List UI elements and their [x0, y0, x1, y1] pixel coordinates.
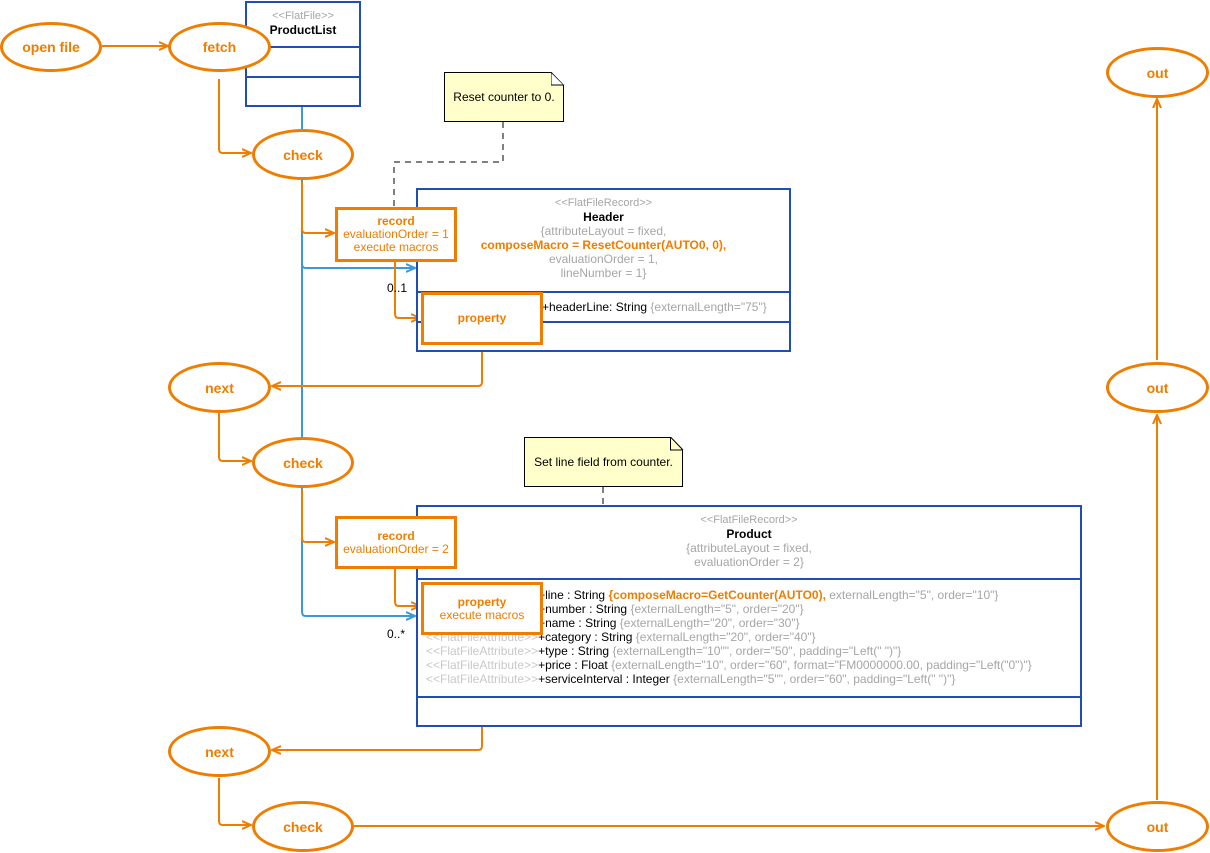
note-reset-text: Reset counter to 0.: [453, 90, 555, 104]
check-node: check: [252, 437, 354, 488]
productlist-stereotype: <<FlatFile>>: [272, 10, 334, 22]
header-tagged-value: lineNumber = 1}: [560, 266, 647, 280]
header-name: Header: [583, 210, 624, 224]
property-overlay-header: property: [421, 292, 543, 345]
open-file-node: open file: [0, 22, 102, 72]
product-attribute: <<FlatFileAttribute>>+type : String {ext…: [426, 644, 902, 658]
header-compose-macro: composeMacro = ResetCounter(AUTO0, 0),: [480, 238, 727, 252]
uml-connectors: [301, 106, 415, 616]
check-node: check: [252, 801, 354, 852]
next-node: next: [168, 362, 271, 413]
property-overlay-product: property execute macros: [421, 582, 543, 635]
header-multiplicity: 0..1: [387, 281, 408, 295]
product-attribute: <<FlatFileAttribute>>+serviceInterval : …: [426, 672, 956, 686]
product-tagged-value: {attributeLayout = fixed,: [686, 541, 812, 555]
attr-stereotype: <<FlatFileAttribute>>: [426, 644, 539, 658]
note-reset-fold: [551, 72, 565, 86]
header-stereotype: <<FlatFileRecord>>: [554, 197, 653, 209]
product-attribute: <<FlatFileAttribute>>+price : Float {ext…: [426, 658, 1032, 672]
product-name: Product: [726, 527, 772, 541]
product-record-class: <<FlatFileRecord>> Product {attributeLay…: [416, 505, 1082, 727]
attr-stereotype: <<FlatFileAttribute>>: [426, 672, 539, 686]
product-stereotype: <<FlatFileRecord>>: [700, 514, 798, 526]
note-set-line: Set line field from counter.: [524, 437, 683, 487]
header-attribute: +headerLine: String {externalLength="75"…: [542, 300, 767, 314]
record-overlay-header: record evaluationOrder = 1 execute macro…: [335, 207, 457, 262]
flow-connectors: [102, 46, 1157, 826]
out-node: out: [1106, 801, 1209, 852]
fetch-node: fetch: [168, 22, 271, 72]
productlist-name: ProductList: [269, 23, 337, 37]
header-attr-tag: {externalLength="75"}: [650, 300, 767, 314]
next-node: next: [168, 726, 271, 777]
note-reset-counter: Reset counter to 0.: [444, 72, 564, 122]
productlist-class: <<FlatFile>> ProductList: [245, 1, 361, 107]
note-set-line-text: Set line field from counter.: [534, 455, 673, 469]
record-overlay-product: record evaluationOrder = 2: [335, 516, 457, 569]
out-node: out: [1106, 47, 1209, 98]
header-attr-name: +headerLine: String: [542, 300, 651, 314]
check-node: check: [252, 129, 354, 180]
product-tagged-value: evaluationOrder = 2}: [694, 555, 804, 569]
header-tagged-value: {attributeLayout = fixed,: [540, 224, 667, 238]
out-node: out: [1106, 362, 1209, 413]
note-set-line-fold: [670, 437, 684, 451]
header-tagged-value: evaluationOrder = 1,: [548, 252, 659, 266]
product-multiplicity: 0..*: [387, 627, 406, 641]
attr-stereotype: <<FlatFileAttribute>>: [426, 658, 539, 672]
